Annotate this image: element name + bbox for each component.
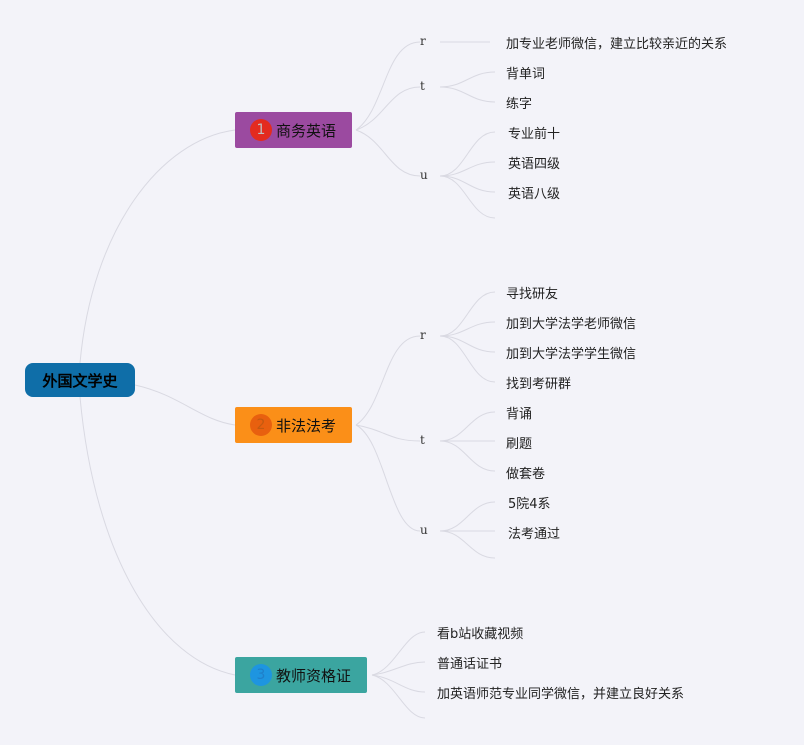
leaf-node[interactable]: 背诵 xyxy=(506,407,533,422)
leaf-node[interactable]: 看b站收藏视频 xyxy=(437,627,524,642)
connector-topic-3-items xyxy=(371,631,426,676)
leaf-node[interactable]: 加专业老师微信，建立比较亲近的关系 xyxy=(506,37,728,52)
leaf-node[interactable]: 找到考研群 xyxy=(506,377,572,392)
group-letter[interactable]: r xyxy=(420,328,426,342)
leaf-node[interactable]: 5院4系 xyxy=(508,497,551,512)
leaf-node[interactable]: 寻找研友 xyxy=(506,287,559,302)
topic-node-teacher-cert[interactable]: 3 教师资格证 xyxy=(235,657,368,693)
leaf-node[interactable]: 加到大学法学老师微信 xyxy=(506,317,637,332)
leaf-node[interactable]: 加到大学法学学生微信 xyxy=(506,347,637,362)
topic-node-business-english[interactable]: 1 商务英语 xyxy=(235,112,353,148)
connector-root-topic-2 xyxy=(134,384,236,426)
connector-root-topic-3 xyxy=(79,396,236,676)
connector-topic-1-t xyxy=(355,86,421,131)
leaf-node[interactable]: 背单词 xyxy=(506,67,546,82)
connector-topic-1-r xyxy=(355,41,421,131)
leaf-node[interactable]: 普通话证书 xyxy=(437,657,503,672)
root-node[interactable]: 外国文学史 xyxy=(25,363,135,397)
connector-root-topic-1 xyxy=(79,129,236,364)
number-badge: 2 xyxy=(250,414,272,436)
topic-node-law-exam[interactable]: 2 非法法考 xyxy=(235,407,353,443)
leaf-node[interactable]: 专业前十 xyxy=(508,127,561,142)
topic-label: 教师资格证 xyxy=(276,666,352,685)
group-letter[interactable]: r xyxy=(420,34,426,48)
connector-topic-2-r xyxy=(355,335,421,426)
group-letter[interactable]: u xyxy=(420,168,428,182)
connector-topic-1-u xyxy=(355,129,421,177)
leaf-node[interactable]: 英语八级 xyxy=(508,187,561,202)
connector-topic-2-t xyxy=(355,424,421,442)
topic-label: 商务英语 xyxy=(276,121,337,140)
leaf-node[interactable]: 做套卷 xyxy=(506,467,546,482)
group-letter[interactable]: u xyxy=(420,523,428,537)
root-label: 外国文学史 xyxy=(42,371,118,390)
connector-topic-2-u xyxy=(355,424,421,532)
leaf-node[interactable]: 法考通过 xyxy=(508,527,561,542)
leaf-node[interactable]: 加英语师范专业同学微信，并建立良好关系 xyxy=(437,687,685,702)
number-badge: 1 xyxy=(250,119,272,141)
topic-label: 非法法考 xyxy=(276,416,337,435)
group-letter[interactable]: t xyxy=(420,79,425,93)
number-badge: 3 xyxy=(250,664,272,686)
leaf-node[interactable]: 英语四级 xyxy=(508,157,561,172)
group-letter[interactable]: t xyxy=(420,433,425,447)
leaf-node[interactable]: 刷题 xyxy=(506,437,533,452)
leaf-node[interactable]: 练字 xyxy=(506,97,533,112)
